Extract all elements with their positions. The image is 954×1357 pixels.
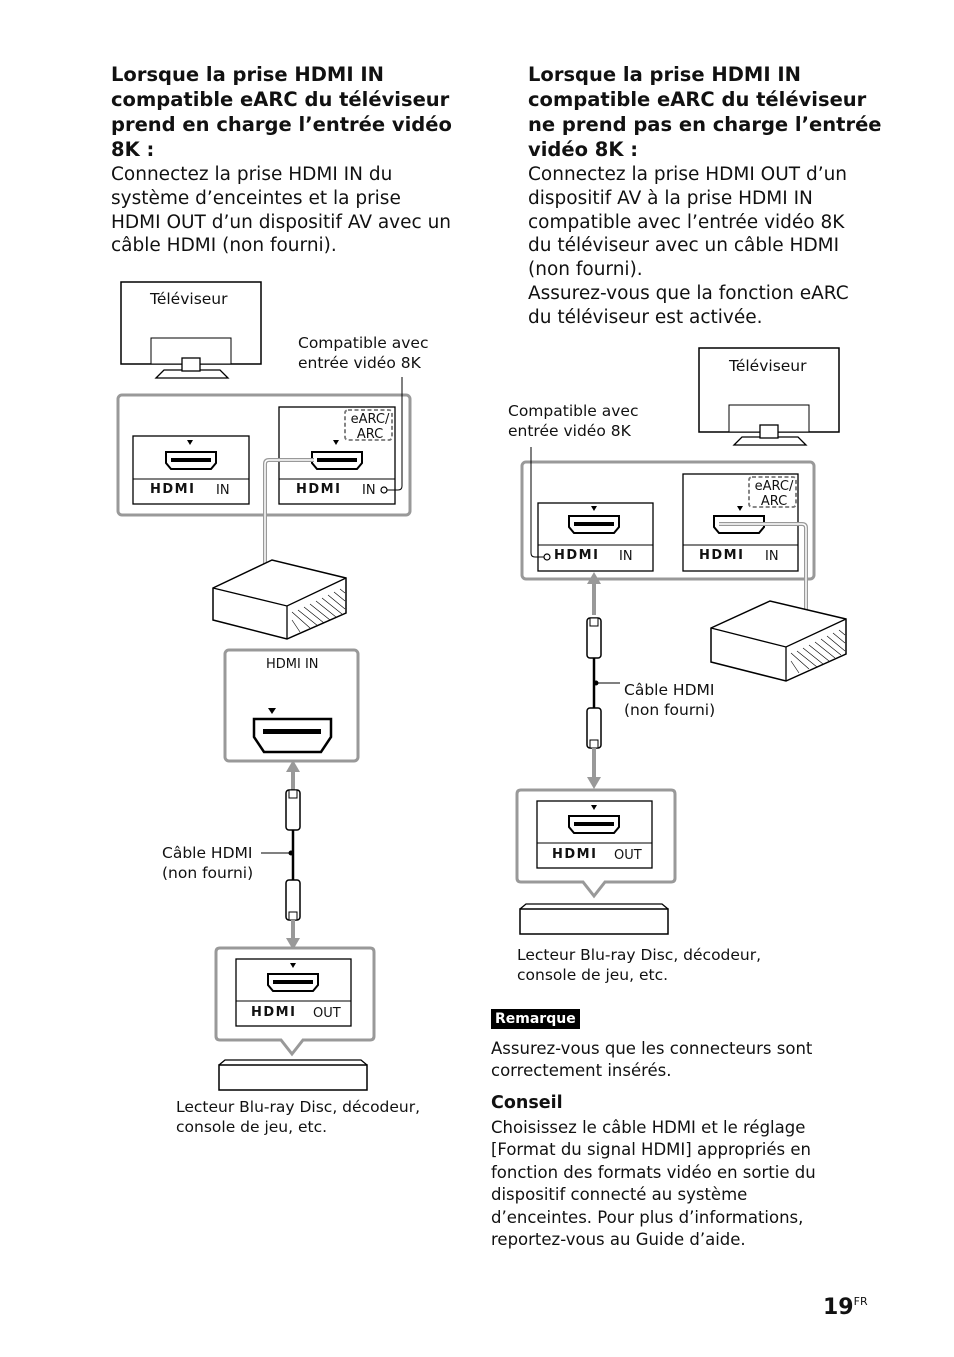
- blu-ray-player-icon: [519, 903, 669, 935]
- tv-icon: [698, 347, 840, 446]
- left-player-label: Lecteur Blu-ray Disc, décodeur, console …: [176, 1098, 421, 1136]
- tv-hdmi-in-port: [132, 435, 250, 505]
- player-hdmi-out-port: [515, 788, 677, 899]
- hdmi-logo: HDMI: [552, 847, 598, 862]
- right-tv-label: Téléviseur: [729, 357, 807, 375]
- sound-system-icon: [212, 559, 347, 640]
- left-compat-label: Compatible avec entrée vidéo 8K: [298, 334, 429, 372]
- sound-system-icon: [710, 600, 847, 682]
- out-label: OUT: [313, 1006, 341, 1021]
- out-label: OUT: [614, 848, 642, 863]
- hdmi-logo: HDMI: [251, 1005, 297, 1020]
- note-badge: Remarque: [491, 1009, 580, 1029]
- tv-icon: [120, 281, 262, 379]
- hdmi-logo: HDMI: [554, 548, 600, 563]
- in-label: IN: [765, 549, 779, 564]
- hdmi-logo: HDMI: [296, 482, 342, 497]
- right-compat-label: Compatible avec entrée vidéo 8K: [508, 402, 639, 440]
- page-lang: FR: [853, 1295, 868, 1308]
- tv-hdmi-in-8k-port: [537, 502, 654, 572]
- hdmi-cable: [586, 572, 620, 789]
- in-label: IN: [216, 483, 230, 498]
- right-player-label: Lecteur Blu-ray Disc, décodeur, console …: [517, 946, 762, 984]
- left-cable-label: Câble HDMI (non fourni): [162, 844, 254, 882]
- sound-system-hdmi-in-port: [223, 648, 360, 763]
- page-number: 19FR: [823, 1295, 868, 1320]
- hdmi-cable: [261, 760, 301, 950]
- right-cable-label: Câble HDMI (non fourni): [624, 681, 716, 719]
- left-tv-label: Téléviseur: [150, 290, 228, 308]
- note-text: Assurez-vous que les connecteurs sont co…: [491, 1039, 813, 1080]
- tip-text: Choisissez le câble HDMI et le réglage […: [491, 1118, 816, 1250]
- hdmi-logo: HDMI: [699, 548, 745, 563]
- player-hdmi-out-port: [214, 946, 376, 1057]
- right-body: Connectez la prise HDMI OUT d’un disposi…: [528, 164, 849, 328]
- right-heading: Lorsque la prise HDMI IN compatible eARC…: [528, 63, 882, 161]
- left-earc-label: eARC/ ARC: [350, 412, 390, 442]
- in-label: IN: [619, 549, 633, 564]
- tv-hdmi-in-earc-port: [278, 406, 396, 505]
- blu-ray-player-icon: [218, 1059, 368, 1091]
- left-heading: Lorsque la prise HDMI IN compatible eARC…: [111, 63, 452, 161]
- in-label: IN: [362, 483, 376, 498]
- right-earc-label: eARC/ ARC: [754, 479, 794, 509]
- hdmi-logo: HDMI: [150, 482, 196, 497]
- soundbar-port-label: HDMI IN: [266, 657, 319, 672]
- left-body: Connectez la prise HDMI IN du système d’…: [111, 164, 452, 257]
- tip-heading: Conseil: [491, 1093, 563, 1113]
